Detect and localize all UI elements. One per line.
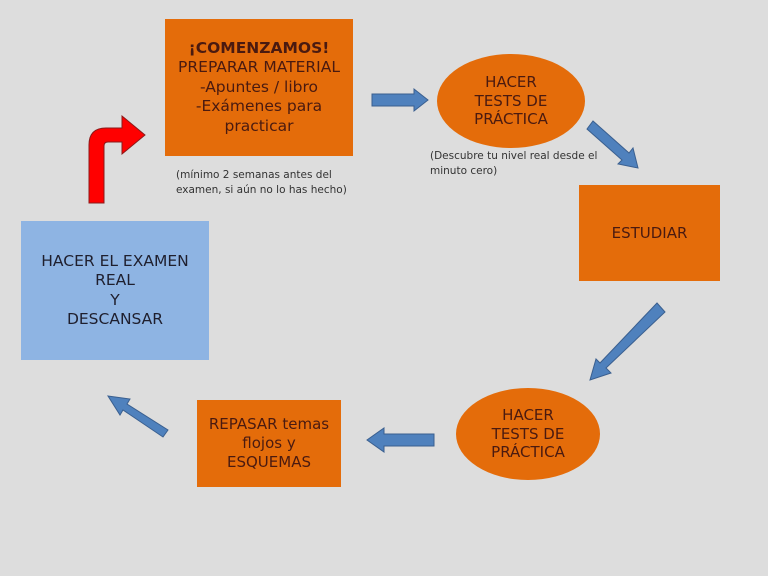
start-title: ¡COMENZAMOS! [188,39,330,58]
arrow-left-icon [366,427,435,453]
real-exam-node: HACER EL EXAMEN REAL Y DESCANSAR [21,221,209,360]
arrow-right-icon [371,87,429,113]
practice-tests-note: (Descubre tu nivel real desde el minuto … [430,150,598,178]
arrow-down-right-icon [586,120,639,169]
arrow-up-left-icon [107,395,169,438]
bent-arrow-up-right-icon [88,114,146,204]
start-node: ¡COMENZAMOS! PREPARAR MATERIAL -Apuntes … [165,19,353,156]
practice-tests-node-2: HACER TESTS DE PRÁCTICA [456,388,600,480]
start-line: PREPARAR MATERIAL [178,58,340,77]
arrow-down-left-icon [589,302,666,381]
review-node: REPASAR temas flojos y ESQUEMAS [197,400,341,487]
study-node: ESTUDIAR [579,185,720,281]
start-line: -Exámenes para [195,97,323,116]
start-note: (mínimo 2 semanas antes del examen, si a… [176,169,347,197]
practice-tests-node-1: HACER TESTS DE PRÁCTICA [437,54,585,148]
start-line: practicar [224,116,294,135]
start-line: -Apuntes / libro [199,77,319,96]
